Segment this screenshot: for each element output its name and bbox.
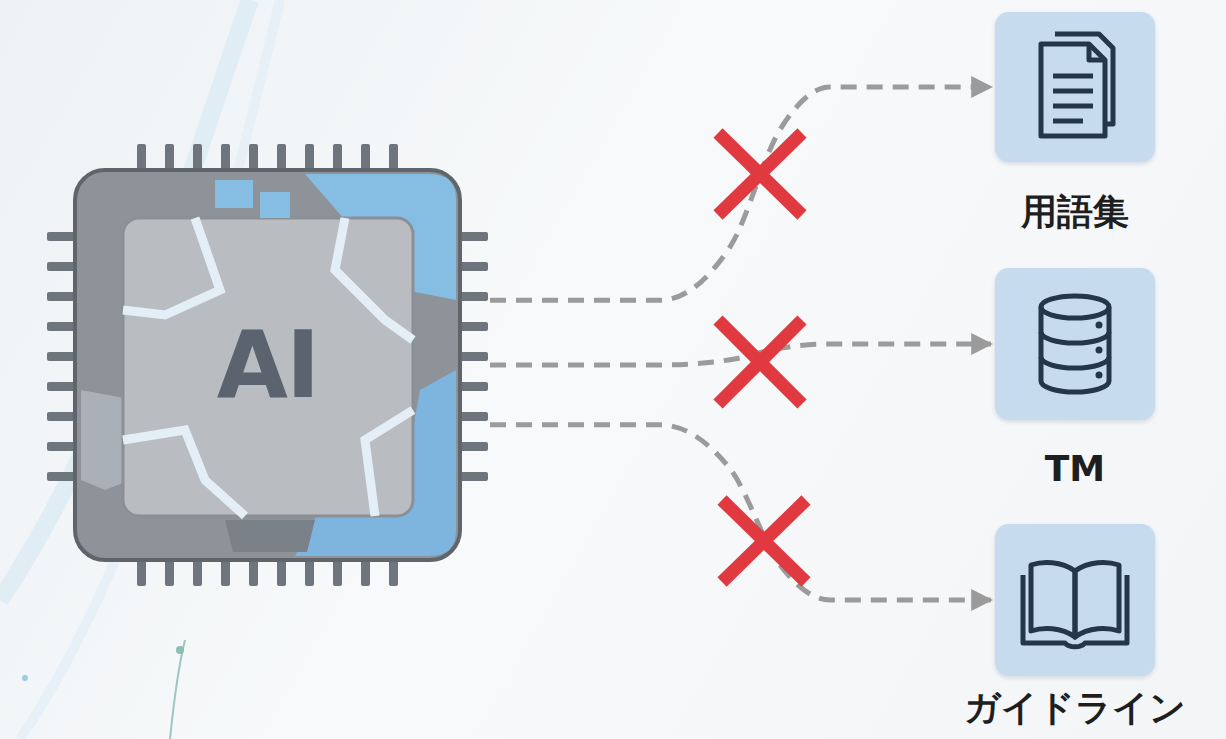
db-dot bbox=[1096, 372, 1103, 379]
chip-panel bbox=[260, 192, 290, 218]
db-dot bbox=[1096, 347, 1103, 354]
resource-icon bbox=[995, 524, 1155, 676]
db-top bbox=[1041, 296, 1109, 318]
chip-crack bbox=[123, 430, 245, 516]
circuit-trace bbox=[170, 640, 185, 739]
db-dot bbox=[1096, 322, 1103, 329]
chip-panel bbox=[215, 180, 253, 208]
resource-icon-box: 用語集 bbox=[995, 12, 1155, 162]
resource-label: ガイドライン bbox=[935, 684, 1215, 733]
chip-label: AI bbox=[45, 140, 490, 590]
red-cross bbox=[718, 320, 802, 404]
cross-stroke bbox=[722, 500, 806, 582]
resource-icon bbox=[995, 12, 1155, 162]
resource-icon bbox=[995, 268, 1155, 420]
resource-icon-box: ガイドライン bbox=[995, 524, 1155, 676]
red-cross bbox=[722, 500, 806, 582]
book-cover bbox=[1023, 575, 1127, 647]
red-cross bbox=[718, 133, 802, 215]
circuit-dot bbox=[176, 646, 184, 654]
cross-stroke bbox=[722, 500, 806, 582]
chip-panel bbox=[225, 520, 315, 552]
dashed-connector bbox=[490, 87, 991, 300]
cross-stroke bbox=[718, 133, 802, 215]
document-page bbox=[1041, 44, 1105, 136]
db-body bbox=[1041, 307, 1109, 392]
cross-stroke bbox=[718, 320, 802, 404]
cross-stroke bbox=[718, 320, 802, 404]
resource-label: TM bbox=[935, 448, 1215, 489]
book-page bbox=[1075, 563, 1119, 637]
ai-chip: AI bbox=[45, 140, 490, 590]
resource-icon-box: TM bbox=[995, 268, 1155, 420]
book-page bbox=[1031, 563, 1075, 637]
circuit-dot bbox=[22, 675, 28, 681]
dashed-connector bbox=[490, 425, 991, 600]
text-lines bbox=[1053, 76, 1093, 121]
db-tier bbox=[1041, 332, 1109, 368]
chip-crack bbox=[123, 218, 220, 315]
cross-stroke bbox=[718, 133, 802, 215]
chip-crack bbox=[365, 410, 413, 516]
chip-crack bbox=[335, 218, 413, 340]
resource-label: 用語集 bbox=[935, 188, 1215, 237]
page-fold bbox=[1089, 44, 1105, 60]
